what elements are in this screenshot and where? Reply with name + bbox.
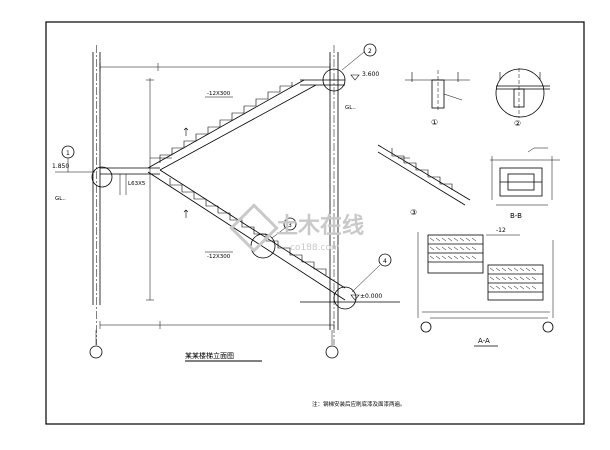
callout-3: 3 [288, 222, 292, 229]
upper-flight-label: -12X300 [207, 91, 231, 97]
detail-mark-1: ① [431, 118, 438, 127]
detail-mark-2: ② [514, 119, 521, 128]
beam-label-left: GL.. [55, 196, 66, 202]
sheet-border [45, 21, 585, 425]
elevation-mid-label: 1.850 [52, 163, 69, 170]
drawing-note: 注：钢梯安装后应刷底漆及面漆两遍。 [312, 400, 406, 408]
lower-flight-label: -12X300 [207, 254, 231, 260]
section-b-title: B-B [510, 212, 522, 220]
elevation-bottom-label: ±0.000 [360, 293, 382, 300]
section-a-title: A-A [478, 337, 490, 345]
watermark-url: co188.com [290, 243, 340, 253]
landing-label: L63X5 [128, 181, 146, 187]
detail-mark-3: ③ [410, 208, 417, 217]
detail-3 [377, 144, 471, 206]
callout-2: 2 [368, 48, 372, 55]
watermark-text: 土木在线 [276, 213, 364, 239]
detail-1 [405, 70, 470, 112]
watermark: 土木在线 co188.com [229, 203, 364, 253]
callout-1: 1 [66, 150, 70, 157]
detail-2 [495, 68, 550, 118]
stair-elevation [55, 43, 400, 359]
elevation-top-label: 3.600 [362, 71, 379, 78]
callout-4: 4 [383, 258, 387, 265]
section-a-a [417, 232, 554, 333]
beam-label-right: GL.. [345, 105, 356, 111]
section-a-plate-label: -12 [496, 227, 506, 234]
section-b-b [490, 147, 560, 206]
elevation-title: 某某楼梯立面图 [185, 351, 234, 360]
section-a-hatch [429, 237, 537, 290]
